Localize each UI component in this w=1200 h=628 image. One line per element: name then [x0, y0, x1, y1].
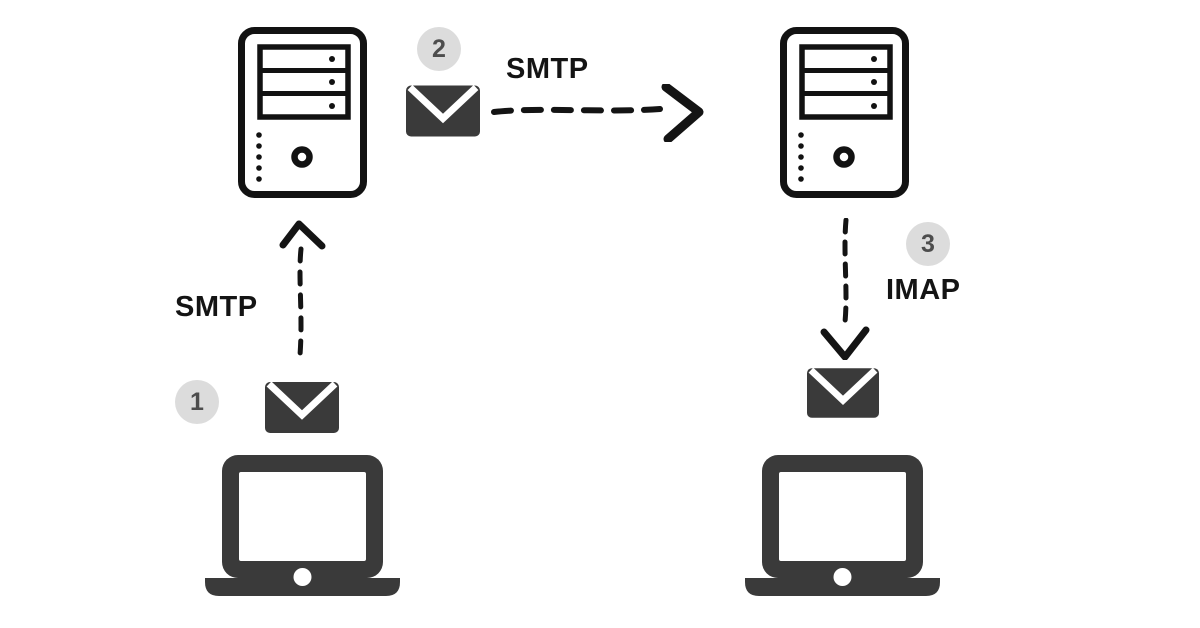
server-icon [238, 27, 367, 198]
delivered-message-envelope-icon [807, 367, 879, 418]
smtp-upload-arrow [276, 216, 326, 358]
step-1-badge: 1 [175, 380, 219, 424]
imap-download-label: IMAP [886, 274, 961, 306]
smtp-upload-label: SMTP [175, 291, 258, 323]
envelope-icon [265, 381, 339, 433]
smtp-relay-arrow [490, 82, 705, 144]
relayed-message-envelope-icon [406, 84, 480, 137]
laptop-icon [745, 455, 940, 596]
recipient-mail-server-icon [780, 27, 909, 198]
server-icon [780, 27, 909, 198]
dashed-arrow-up-icon [279, 220, 326, 358]
step-3-number: 3 [921, 229, 935, 258]
sender-mail-server-icon [238, 27, 367, 198]
imap-download-arrow [820, 217, 870, 361]
envelope-icon [807, 367, 879, 418]
step-1-number: 1 [190, 387, 204, 416]
step-2-number: 2 [432, 34, 446, 63]
envelope-icon [406, 84, 480, 137]
outgoing-message-envelope-icon [265, 381, 339, 433]
step-3-badge: 3 [906, 222, 950, 266]
dashed-arrow-down-icon [820, 217, 870, 361]
laptop-icon [205, 455, 400, 596]
sender-laptop-icon [205, 455, 400, 596]
dashed-arrow-right-icon [491, 82, 704, 144]
recipient-laptop-icon [745, 455, 940, 596]
step-2-badge: 2 [417, 27, 461, 71]
smtp-relay-label: SMTP [506, 53, 589, 85]
